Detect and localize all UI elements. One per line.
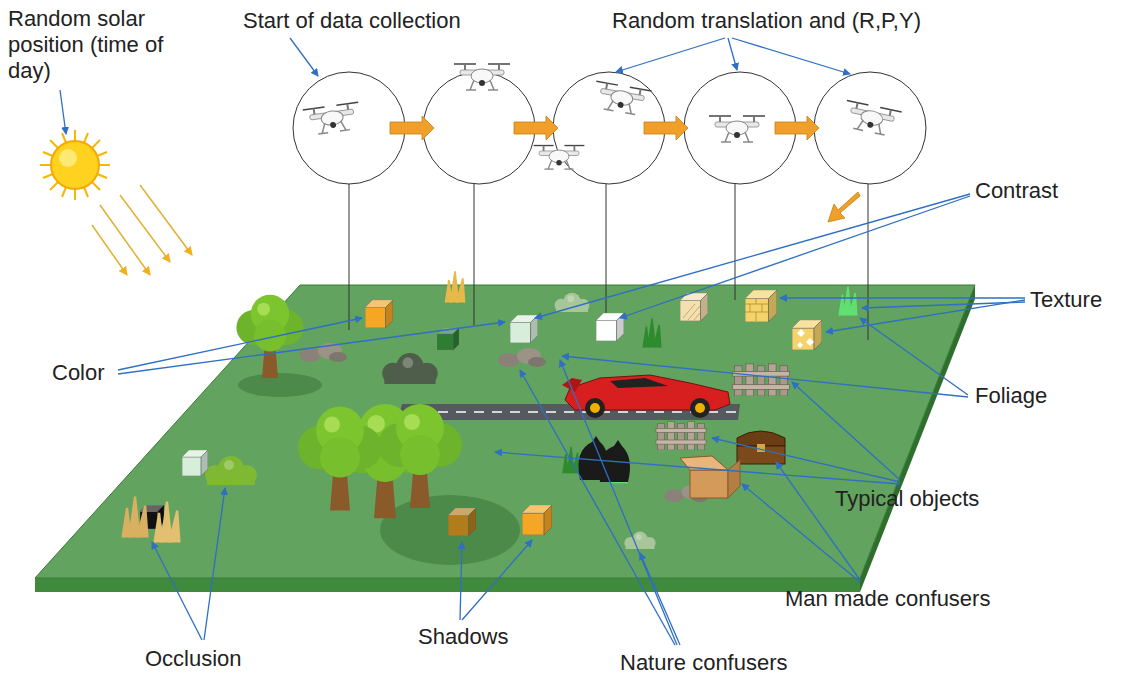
grass <box>123 497 148 538</box>
tree <box>298 407 382 511</box>
cube <box>182 450 208 476</box>
drones <box>303 64 902 169</box>
callout-label: Nature confusers <box>620 650 788 676</box>
cube <box>522 505 552 535</box>
callout-label: Shadows <box>418 624 509 650</box>
callout-label: Color <box>52 360 105 386</box>
sun-rays <box>92 185 192 275</box>
bush <box>624 532 655 549</box>
fence <box>733 364 790 396</box>
callout-label: Man made confusers <box>785 586 990 612</box>
callout-label: Occlusion <box>145 646 242 672</box>
fence <box>656 422 706 450</box>
callout-label: Foliage <box>975 383 1047 409</box>
grass <box>155 502 180 543</box>
tree <box>378 404 462 508</box>
callout-label: Random translation and (R,P,Y) <box>612 8 921 34</box>
bush <box>555 293 590 312</box>
cube <box>448 508 476 536</box>
bush <box>382 353 437 384</box>
tree-shadow <box>380 495 520 565</box>
grass <box>643 319 661 348</box>
drone-frames <box>293 72 926 184</box>
cube <box>745 290 777 322</box>
tree-shadow <box>238 373 322 397</box>
plumb-lines <box>349 184 868 340</box>
cube <box>680 293 708 321</box>
leader-lines <box>60 38 1025 645</box>
tree <box>236 295 303 378</box>
brick-texture <box>745 298 768 321</box>
cube <box>792 320 822 350</box>
callout-label: Random solar position (time of day) <box>8 6 183 84</box>
cardboard-box <box>680 456 740 498</box>
car <box>562 375 730 418</box>
cube <box>596 313 624 341</box>
bush <box>205 456 257 485</box>
callout-label: Texture <box>1030 287 1102 313</box>
cube <box>510 315 538 343</box>
callout-label: Start of data collection <box>243 8 461 34</box>
rocks <box>498 348 546 367</box>
callout-label: Typical objects <box>835 486 979 512</box>
grass <box>839 287 857 316</box>
chest <box>737 431 785 464</box>
cube <box>365 300 393 328</box>
sun <box>40 130 110 200</box>
checker-texture <box>797 329 814 348</box>
callout-label: Contrast <box>975 178 1058 204</box>
grass <box>445 271 464 302</box>
stripe-texture <box>683 304 700 320</box>
path-arrows <box>390 116 860 222</box>
